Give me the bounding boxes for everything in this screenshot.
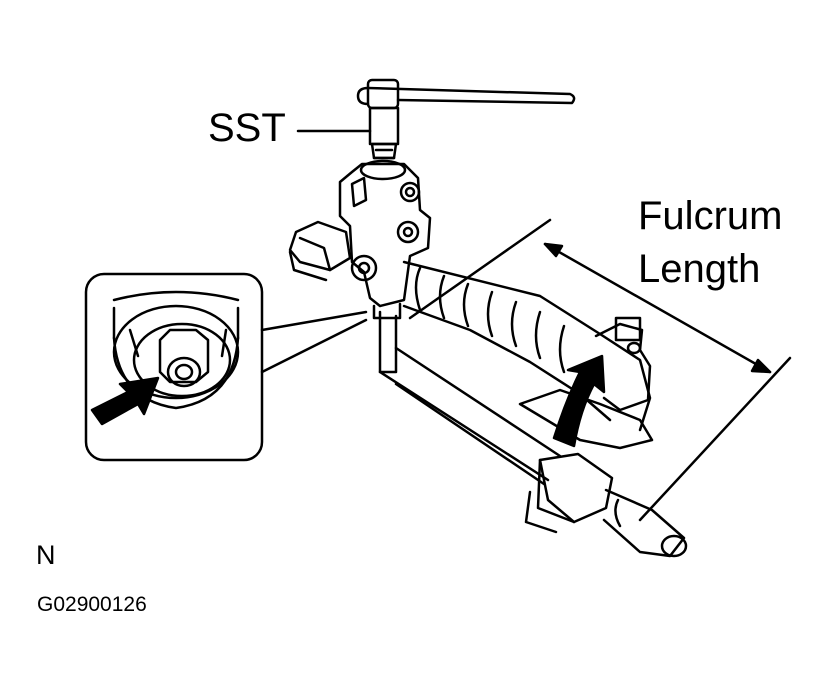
fulcrum-label-line1: Fulcrum bbox=[638, 194, 783, 238]
fulcrum-length-dimension bbox=[408, 218, 792, 522]
fulcrum-label-line2: Length bbox=[638, 247, 761, 291]
detail-callout-leader bbox=[260, 310, 368, 374]
fulcrum-length-label: Fulcrum Length bbox=[638, 190, 782, 296]
detail-inset bbox=[84, 272, 264, 462]
figure-code: G02900126 bbox=[37, 593, 147, 616]
torque-wrench bbox=[378, 310, 688, 558]
valve-housing bbox=[338, 159, 432, 320]
rack-tube-bellows bbox=[402, 260, 652, 432]
sst-label: SST bbox=[208, 106, 286, 150]
left-mount-bracket bbox=[288, 220, 352, 282]
rotation-arrow-icon bbox=[552, 354, 606, 448]
sst-tool bbox=[356, 78, 576, 160]
right-mount-bracket bbox=[518, 316, 654, 450]
inset-pointer-arrow-icon bbox=[90, 376, 160, 426]
orientation-label: N bbox=[36, 540, 56, 570]
